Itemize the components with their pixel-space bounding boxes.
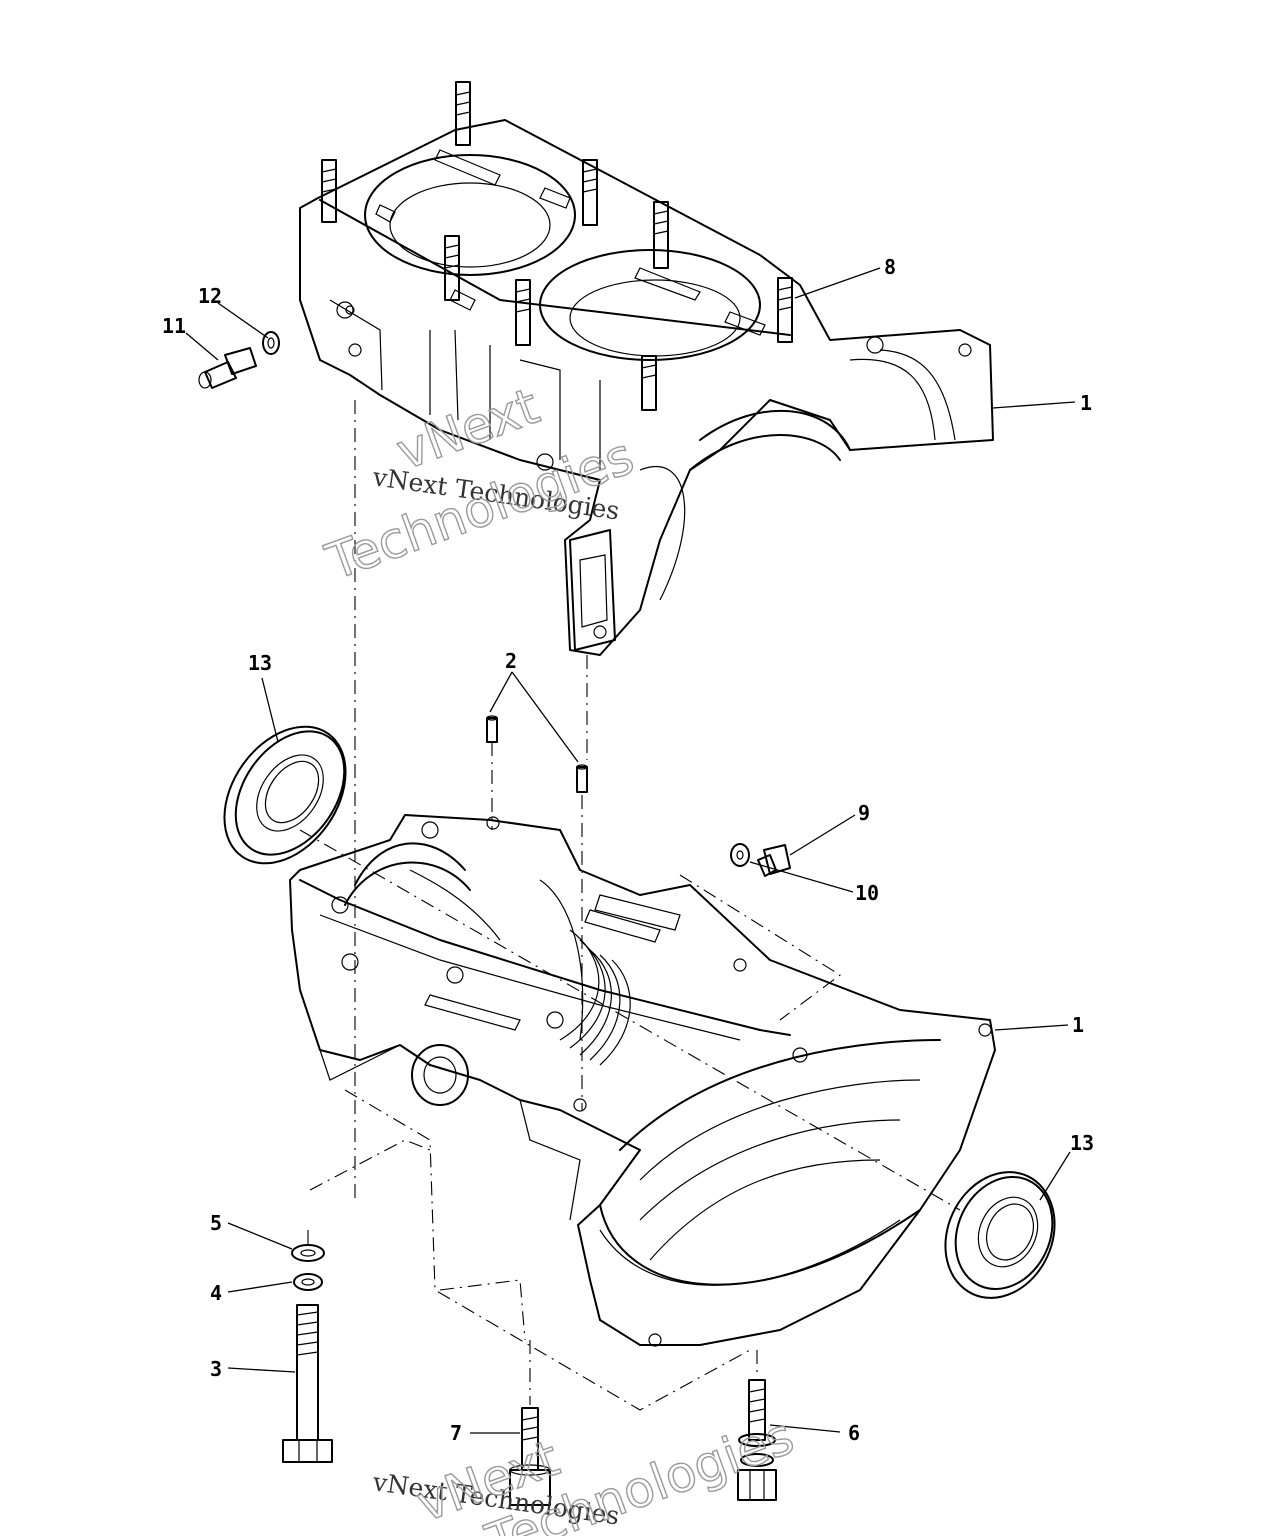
callout-12: 12 [198,284,222,308]
bolt-6 [737,1379,777,1501]
oil-seal-13-left [223,725,347,865]
callout-5: 5 [210,1211,222,1235]
cylinder-studs [321,81,793,411]
bolt-9 [757,844,791,877]
star-washer-12 [262,331,280,355]
bolt-3 [282,1304,333,1463]
leader-lines [185,267,1076,1434]
callout-labels: 1 8 12 11 13 2 9 10 1 13 5 4 3 7 6 [162,255,1094,1445]
washer-5 [291,1244,325,1262]
callout-11: 11 [162,314,186,338]
callout-3: 3 [210,1357,222,1381]
fitting-11 [198,347,257,389]
callout-9: 9 [858,801,870,825]
callout-6: 6 [848,1421,860,1445]
callout-1-lower: 1 [1072,1013,1084,1037]
upper-crankcase [299,81,994,656]
callout-8: 8 [884,255,896,279]
callout-1-upper: 1 [1080,391,1092,415]
callout-2: 2 [505,649,517,673]
callout-10: 10 [855,881,879,905]
watermark-upper: vNext Technologies vNext Technologies [318,376,642,592]
oil-seal-13-right [944,1171,1056,1299]
assembly-centerlines [299,400,961,1411]
callout-4: 4 [210,1281,222,1305]
callout-13-right: 13 [1070,1131,1094,1155]
lower-crankcase [289,814,996,1347]
dowel-pins-2 [486,715,588,793]
watermark-lower: vNext Technologies vNext Technologies [370,1406,801,1536]
callout-13-left: 13 [248,651,272,675]
bolt-7 [509,1407,551,1506]
washer-4 [293,1273,323,1291]
washer-10 [730,843,750,867]
callout-7: 7 [450,1421,462,1445]
